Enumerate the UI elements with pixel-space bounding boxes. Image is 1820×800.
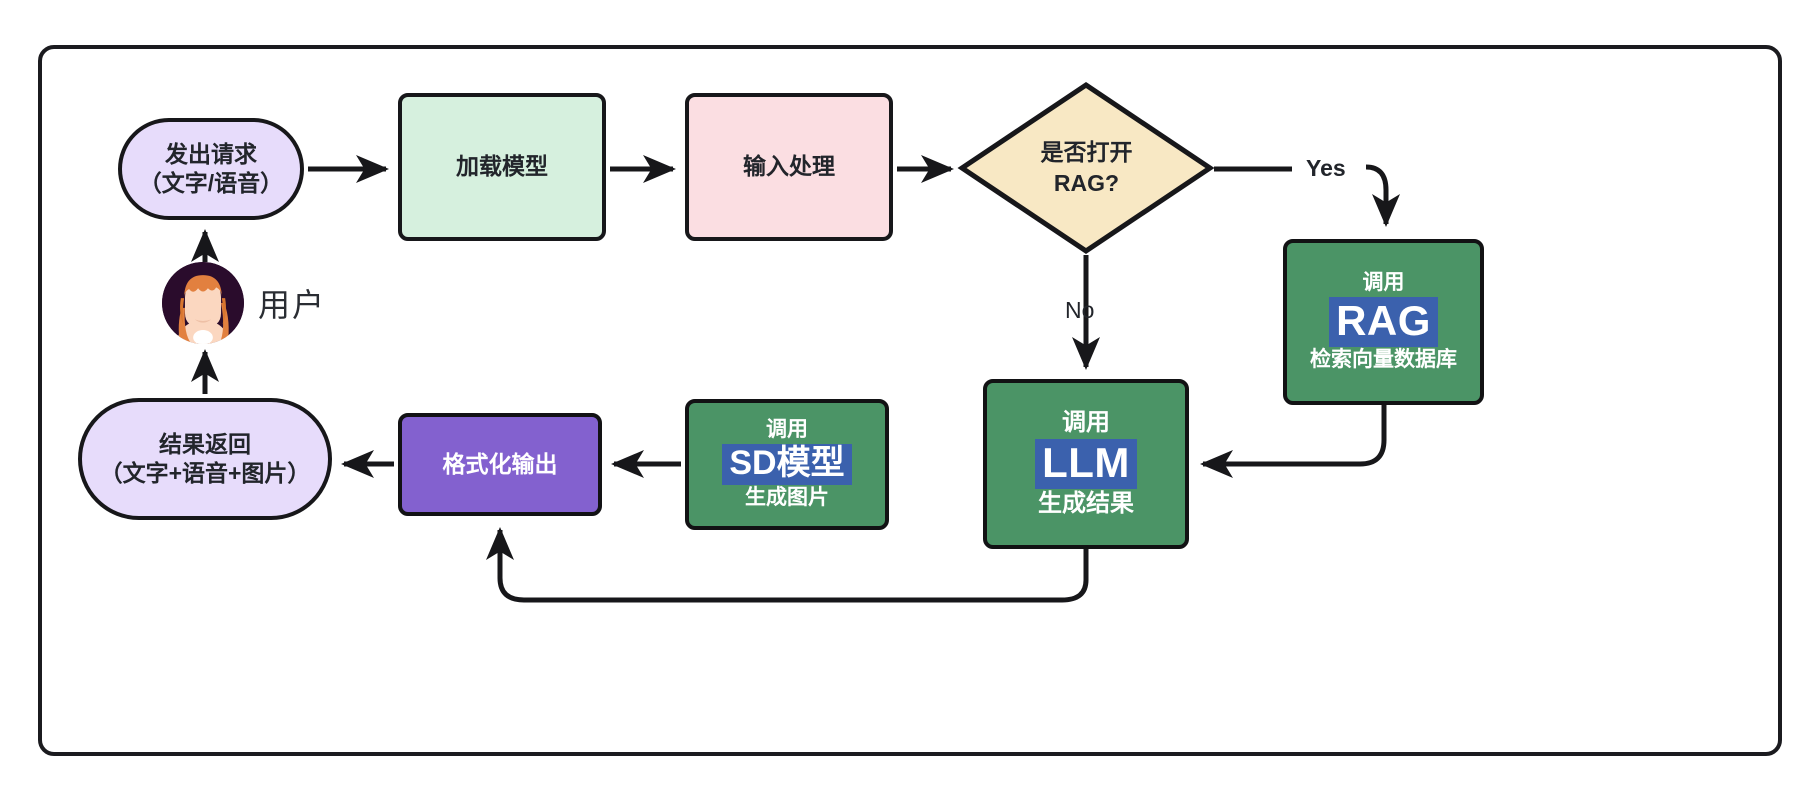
node-result-line2: （文字+语音+图片）: [99, 460, 311, 486]
node-call-llm-line1: 调用: [1062, 409, 1110, 437]
node-input-process[interactable]: 输入处理: [685, 93, 893, 241]
node-call-llm-highlight: LLM: [1035, 438, 1137, 490]
user-avatar-icon: [162, 262, 244, 344]
node-call-sd-line1: 调用: [766, 417, 808, 441]
node-call-sd-line3: 生成图片: [745, 486, 829, 510]
user-label: 用户: [258, 287, 327, 323]
diagram-frame: [38, 45, 1782, 756]
node-call-rag-line3: 检索向量数据库: [1310, 348, 1457, 372]
node-request[interactable]: 发出请求 （文字/语音）: [118, 118, 304, 220]
node-call-sd-highlight: SD模型: [722, 443, 852, 486]
node-format-output[interactable]: 格式化输出: [398, 413, 602, 516]
node-call-llm[interactable]: 调用 LLM 生成结果: [983, 379, 1189, 549]
node-result[interactable]: 结果返回 （文字+语音+图片）: [78, 398, 332, 520]
edge-label-no: No: [1065, 297, 1095, 323]
node-call-sd[interactable]: 调用 SD模型 生成图片: [685, 399, 889, 530]
user-node[interactable]: 用户: [162, 262, 362, 344]
node-decision-label-group: 是否打开 RAG?: [963, 85, 1210, 251]
node-call-rag-highlight: RAG: [1329, 296, 1438, 348]
node-decision-line2: RAG?: [1053, 170, 1120, 196]
node-decision-rag[interactable]: 是否打开 RAG?: [963, 85, 1210, 251]
node-result-line1: 结果返回: [159, 430, 251, 457]
node-load-model-label: 加载模型: [456, 153, 548, 180]
node-decision-line1: 是否打开: [1040, 138, 1133, 165]
node-load-model[interactable]: 加载模型: [398, 93, 606, 241]
node-request-line2: （文字/语音）: [138, 170, 284, 196]
node-input-process-label: 输入处理: [743, 153, 835, 180]
node-call-rag-line1: 调用: [1362, 271, 1405, 295]
node-format-output-label: 格式化输出: [442, 450, 558, 477]
node-request-line1: 发出请求: [165, 140, 257, 167]
node-call-rag[interactable]: 调用 RAG 检索向量数据库: [1283, 239, 1484, 405]
edge-label-yes: Yes: [1306, 155, 1346, 181]
node-call-llm-line3: 生成结果: [1038, 490, 1134, 518]
